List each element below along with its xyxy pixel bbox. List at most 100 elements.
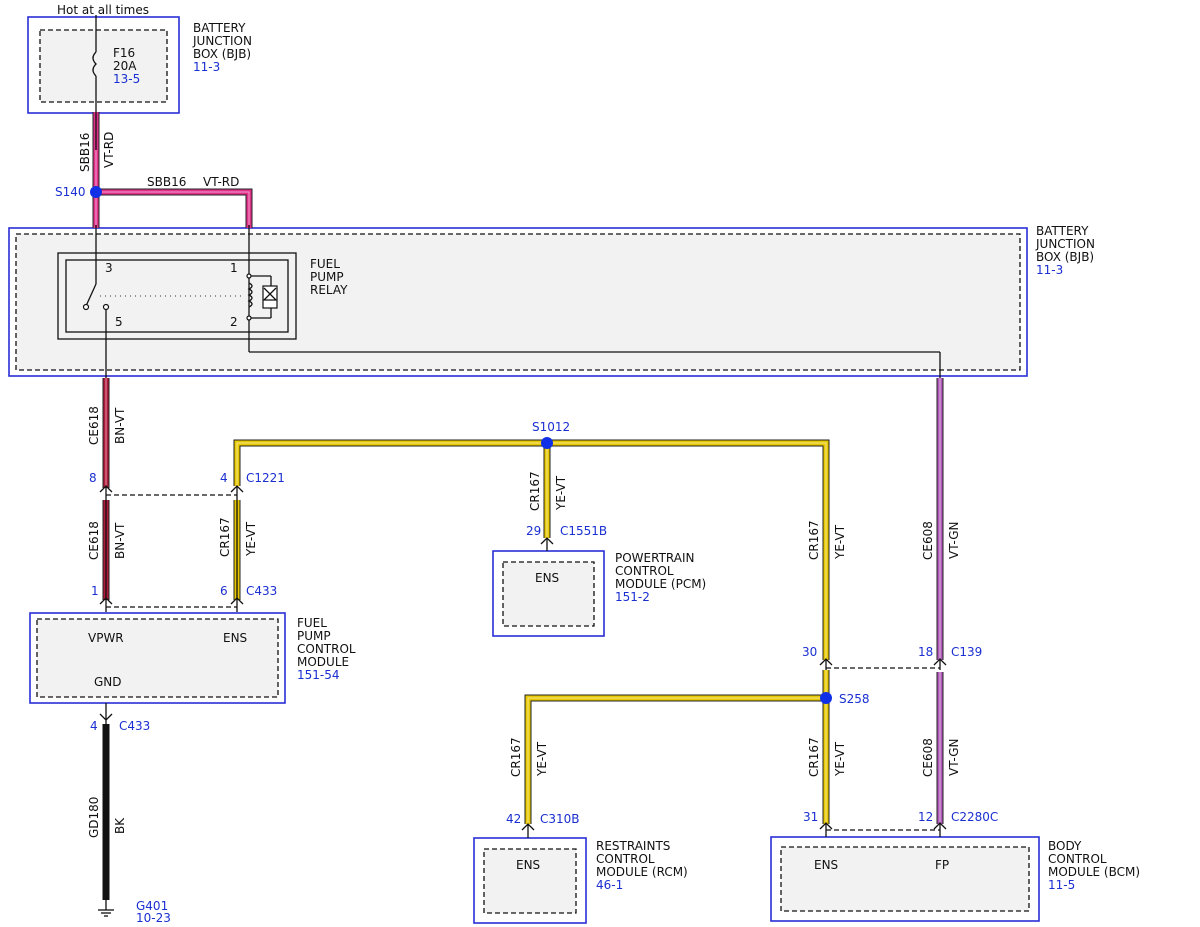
ground-name: G401	[136, 899, 168, 913]
relay-contact-3	[82, 303, 90, 311]
supply-label: Hot at all times	[57, 3, 149, 17]
ground-ref: 10-23	[136, 911, 171, 925]
ce618-upper-circuit: CE618	[87, 406, 101, 445]
bjb-main-label-3: BOX (BJB)	[1036, 250, 1094, 264]
c310b-name: C310B	[540, 812, 580, 826]
sbb16-circuit-horizontal: SBB16	[147, 175, 186, 189]
splice-s140-label: S140	[55, 185, 86, 199]
cr167-pcm-circuit: CR167	[528, 471, 542, 511]
gd180-circuit: GD180	[87, 797, 101, 838]
fpcm-label-3: CONTROL	[297, 642, 356, 656]
splice-s140-dot	[90, 186, 102, 198]
c2280c-pin-31: 31	[803, 810, 818, 824]
cr167-right-upper-color: YE-VT	[833, 524, 847, 560]
bcm-ref: 11-5	[1048, 878, 1075, 892]
c1551b-pin: 29	[526, 524, 541, 538]
pcm-label-1: POWERTRAIN	[615, 551, 695, 565]
pcm-label-3: MODULE (PCM)	[615, 577, 706, 591]
sbb16-color-horizontal: VT-RD	[203, 175, 239, 189]
rcm-label-1: RESTRAINTS	[596, 839, 670, 853]
splice-s258-dot	[820, 692, 832, 704]
cr167-rcm-circuit: CR167	[509, 737, 523, 777]
ce608-upper-circuit: CE608	[921, 521, 935, 560]
ce618-lower-color: BN-VT	[113, 522, 127, 559]
splice-s1012-dot	[541, 437, 553, 449]
rcm-pin-ens: ENS	[516, 858, 540, 872]
relay-label-3: RELAY	[310, 283, 348, 297]
ce608-lower-circuit: CE608	[921, 738, 935, 777]
bjb-top-ref: 11-3	[193, 60, 220, 74]
cr167-left-circuit: CR167	[218, 517, 232, 557]
bcm-box	[770, 836, 1040, 922]
fpcm-pin-vpwr: VPWR	[88, 631, 124, 645]
fuse-name: F16	[113, 46, 135, 60]
fpcm-pin-gnd: GND	[94, 675, 122, 689]
ce618-lower-circuit: CE618	[87, 521, 101, 560]
cr167-right-lower-circuit: CR167	[807, 737, 821, 777]
c139-name: C139	[951, 645, 982, 659]
fuse-rating: 20A	[113, 59, 137, 73]
ce608-lower-color: VT-GN	[947, 739, 961, 776]
cr167-right-upper-circuit: CR167	[807, 520, 821, 560]
c139-pin-18: 18	[918, 645, 933, 659]
bjb-main-label-1: BATTERY	[1036, 224, 1089, 238]
splice-s1012-label: S1012	[532, 420, 570, 434]
cr167-right-lower-color: YE-VT	[833, 741, 847, 777]
relay-contact-5	[102, 303, 110, 311]
bjb-top-label-1: BATTERY	[193, 21, 246, 35]
wire-cr167-rcm	[524, 694, 826, 824]
bjb-main-ref: 11-3	[1036, 263, 1063, 277]
c1551b-name: C1551B	[560, 524, 607, 538]
relay-coil-terminal-1	[246, 273, 252, 279]
c2280c-name: C2280C	[951, 810, 998, 824]
c1221-pin-8: 8	[89, 471, 97, 485]
c433-gnd-name: C433	[119, 719, 150, 733]
bcm-label-1: BODY	[1048, 839, 1082, 853]
cr167-left-color: YE-VT	[244, 521, 258, 557]
bcm-label-3: MODULE (BCM)	[1048, 865, 1140, 879]
cr167-pcm-color: YE-VT	[554, 475, 568, 511]
relay-label-1: FUEL	[310, 257, 340, 271]
sbb16-color-vertical: VT-RD	[102, 132, 116, 168]
fuse-ref: 13-5	[113, 72, 140, 86]
rcm-ref: 46-1	[596, 878, 623, 892]
ce618-upper-color: BN-VT	[113, 407, 127, 444]
c433-pin-6: 6	[220, 584, 228, 598]
relay-pin-5: 5	[115, 315, 123, 329]
c139-pin-30: 30	[802, 645, 817, 659]
c433-pin-1: 1	[91, 584, 99, 598]
pcm-label-2: CONTROL	[615, 564, 674, 578]
pcm-pin-ens: ENS	[535, 571, 559, 585]
bjb-top-box	[27, 16, 180, 114]
thin-connections	[85, 15, 941, 917]
pcm-box	[492, 550, 605, 637]
c2280c-pin-12: 12	[918, 810, 933, 824]
relay-pin-1: 1	[230, 261, 238, 275]
bjb-main-label-2: JUNCTION	[1035, 237, 1095, 251]
sbb16-circuit-vertical: SBB16	[78, 133, 92, 172]
fpcm-label-1: FUEL	[297, 616, 327, 630]
fpcm-pin-ens: ENS	[223, 631, 247, 645]
splice-s258-label: S258	[839, 692, 870, 706]
fuel-pump-control-module-box	[29, 612, 286, 704]
c1221-pin-4: 4	[220, 471, 228, 485]
relay-label-2: PUMP	[310, 270, 344, 284]
pcm-ref: 151-2	[615, 590, 650, 604]
rcm-label-3: MODULE (RCM)	[596, 865, 688, 879]
c1221-name: C1221	[246, 471, 285, 485]
relay-pin-3: 3	[105, 261, 113, 275]
bjb-top-label-3: BOX (BJB)	[193, 47, 251, 61]
fuel-pump-relay-box	[57, 252, 297, 340]
bcm-pin-fp: FP	[935, 858, 949, 872]
bcm-label-2: CONTROL	[1048, 852, 1107, 866]
bjb-top-label-2: JUNCTION	[192, 34, 252, 48]
rcm-box	[473, 837, 587, 924]
bcm-pin-ens: ENS	[814, 858, 838, 872]
c433-gnd-pin: 4	[90, 719, 98, 733]
gd180-color: BK	[113, 817, 127, 834]
connector-chevrons	[99, 485, 947, 838]
fpcm-label-2: PUMP	[297, 629, 331, 643]
wire-sbb16-horizontal	[96, 188, 253, 228]
cr167-rcm-color: YE-VT	[535, 741, 549, 777]
